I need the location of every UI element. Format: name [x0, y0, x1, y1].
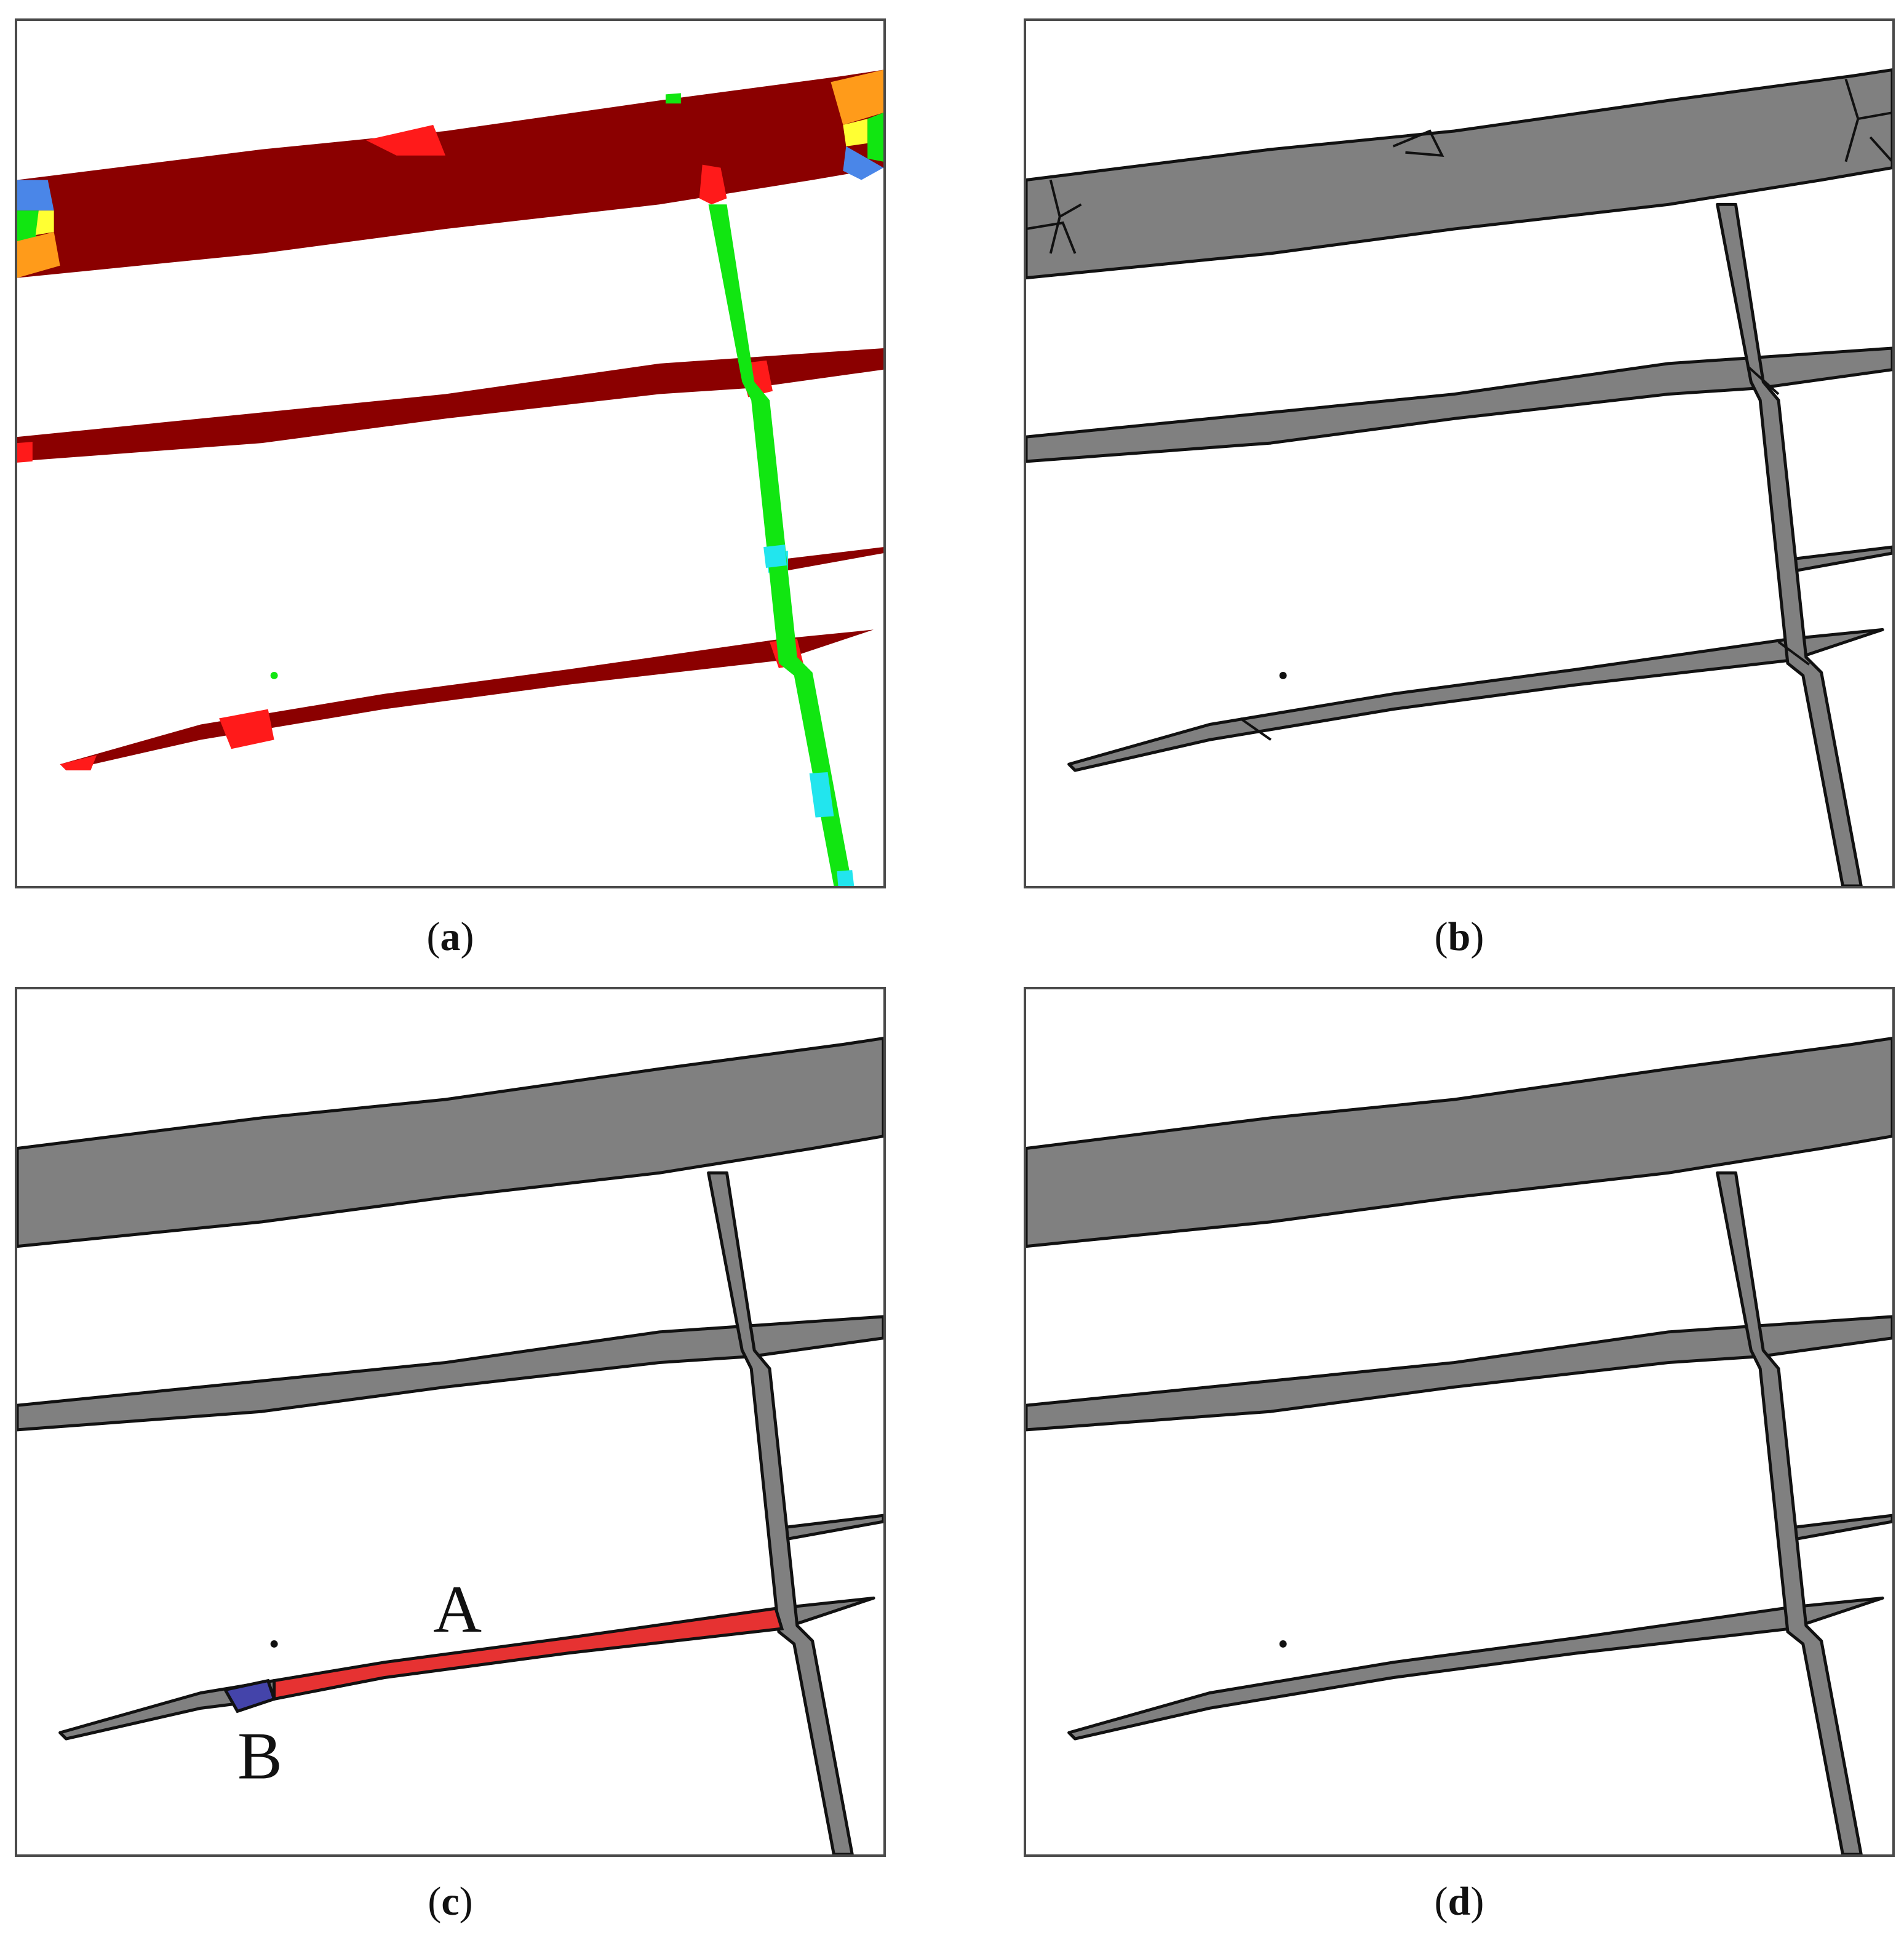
band-top-red-junction: [699, 164, 727, 205]
caption-d-close: ): [1470, 1879, 1484, 1924]
subregion-lines-right: [1844, 78, 1892, 163]
band-top: [1026, 1037, 1892, 1248]
caption-a-open: (: [426, 914, 440, 959]
isolated-dot: [270, 671, 278, 679]
caption-c-open: (: [428, 1879, 442, 1924]
band-middle: [17, 1315, 883, 1432]
panel-c-highlighted-regions: A B: [15, 987, 886, 1857]
region-b-label: B: [237, 1719, 282, 1793]
vertical-crack: [1716, 202, 1863, 886]
band-top: [17, 1037, 883, 1248]
region-b-highlight: [223, 1678, 276, 1714]
band-top-right-blue: [843, 146, 883, 180]
panel-a-colored-segmentation: [15, 18, 886, 888]
band-top: [17, 70, 883, 278]
caption-b-open: (: [1434, 914, 1448, 959]
caption-a-letter: a: [440, 914, 461, 959]
caption-b-close: ): [1470, 914, 1484, 959]
band-middle: [17, 348, 883, 461]
caption-d-open: (: [1434, 1879, 1448, 1924]
junction-lines: [1239, 365, 1810, 741]
vertical-crack: [1716, 1171, 1863, 1854]
band-lower: [1067, 628, 1884, 772]
band-top: [1026, 68, 1892, 280]
band-lower: [60, 629, 874, 771]
vertical-crack-cyan-3: [837, 870, 854, 886]
band-top-left-green: [17, 210, 39, 241]
caption-b-letter: b: [1448, 914, 1471, 959]
isolated-dot: [270, 1640, 278, 1648]
caption-a: (a): [15, 917, 886, 957]
band-top-left-orange: [17, 232, 60, 278]
panel-a-drawing: [17, 70, 883, 886]
band-short: [780, 1514, 883, 1542]
isolated-dot: [1279, 671, 1287, 679]
band-top-right-yellow: [843, 119, 868, 146]
band-top-right-orange: [831, 70, 883, 126]
isolated-dot: [1279, 1640, 1287, 1648]
vertical-crack-cyan-2: [809, 772, 834, 818]
band-top-right-green: [867, 113, 883, 162]
panel-d-final-result: [1024, 987, 1895, 1857]
panel-b-outlined-segmentation: [1024, 18, 1895, 888]
caption-c-letter: c: [441, 1879, 460, 1924]
band-top-left-blue: [17, 180, 54, 211]
region-a-highlight: [273, 1606, 784, 1701]
panel-c-drawing: A B: [17, 1037, 883, 1854]
vertical-crack-cyan-1: [763, 545, 787, 568]
caption-b: (b): [1024, 917, 1895, 957]
band-short: [1789, 1514, 1892, 1542]
band-lower: [1067, 1596, 1884, 1741]
subregion-notch: [1392, 129, 1444, 158]
band-top-red-patch: [365, 125, 446, 156]
band-short: [1789, 545, 1892, 573]
panel-d-drawing: [1026, 1037, 1892, 1854]
band-middle: [1026, 1315, 1892, 1432]
band-top-left-yellow: [35, 210, 54, 236]
caption-a-close: ): [460, 914, 474, 959]
caption-d: (d): [1024, 1881, 1895, 1922]
caption-c-close: ): [459, 1879, 473, 1924]
caption-d-letter: d: [1448, 1879, 1471, 1924]
band-middle-red-left: [17, 442, 33, 463]
band-short: [781, 547, 883, 572]
caption-c: (c): [15, 1881, 886, 1922]
subregion-lines-left: [1026, 180, 1082, 254]
band-lower-red-mid: [219, 709, 274, 749]
panel-b-drawing: [1026, 68, 1892, 886]
band-top-notch-green: [666, 93, 681, 104]
band-lower-red-left: [60, 755, 97, 771]
band-middle: [1026, 346, 1892, 463]
region-a-label: A: [433, 1572, 482, 1646]
vertical-crack: [707, 1171, 854, 1854]
